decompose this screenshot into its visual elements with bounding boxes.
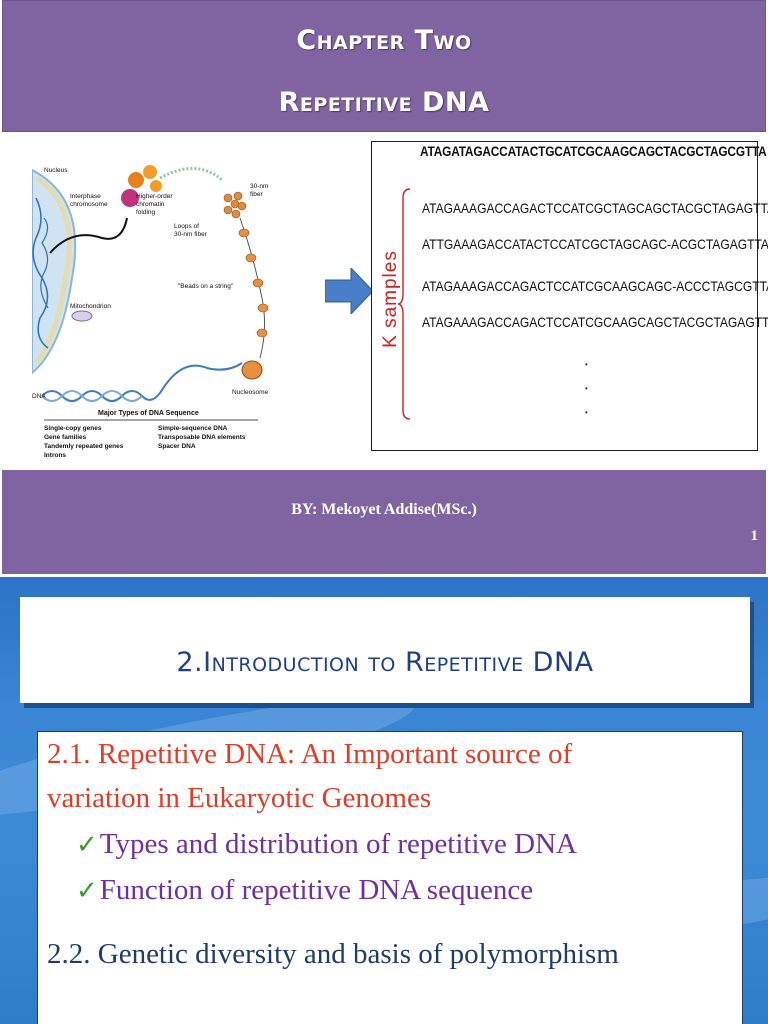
dna-type-6: Transposable DNA elements [158, 434, 246, 441]
ellipsis-dot: · [584, 382, 589, 397]
ellipsis-dot: · [584, 358, 589, 373]
dna-type-2: Gene families [44, 434, 87, 441]
section-heading-line-2: variation in Eukaryotic Genomes [47, 782, 432, 814]
label-loops-2: 30-nm fiber [174, 231, 208, 238]
chapter-subtitle: Repetitive DNA [278, 87, 490, 118]
chapter-title: Chapter Two [296, 25, 472, 56]
sample-sequence-2: ATTGAAAGACCATACTCCATCGCTAGCAGC-ACGCTAGAG… [422, 236, 768, 252]
page-number: 1 [750, 528, 759, 544]
dna-type-7: Spacer DNA [158, 443, 196, 450]
content-box: 2.1. Repetitive DNA: An Important source… [37, 731, 743, 1024]
bullet-text: Types and distribution of repetitive DNA [99, 828, 577, 860]
label-nucleosome: Nucleosome [232, 389, 269, 396]
section-genetic-diversity: 2.2. Genetic diversity and basis of poly… [47, 938, 619, 970]
sample-sequence-3: ATAGAAAGACCAGACTCCATCGCAAGCAGC-ACCCTAGCG… [422, 278, 768, 294]
bullet-text: Function of repetitive DNA sequence [99, 874, 534, 906]
label-nucleus: Nucleus [44, 167, 68, 174]
dna-type-3: Tandemly repeated genes [44, 443, 124, 450]
title-banner: Chapter Two Repetitive DNA [2, 0, 766, 132]
sequence-alignment-box: ATAGATAGACCATACTGCATCGCAAGCAGCTACGCTAGCG… [371, 141, 768, 451]
bullet-types-distribution: ✓Types and distribution of repetitive DN… [76, 828, 577, 861]
dna-type-4: Introns [44, 452, 66, 459]
author-byline: BY: Mekoyet Addise(MSc.) [291, 501, 477, 518]
label-higher-order-2: chromatin [136, 201, 165, 208]
slide-title-box: 2.Introduction to Repetitive DNA [20, 597, 750, 703]
section-heading-line-1: 2.1. Repetitive DNA: An Important source… [47, 738, 573, 770]
dna-types-title: Major Types of DNA Sequence [98, 410, 199, 417]
slide-title: 2.Introduction to Repetitive DNA [176, 647, 594, 678]
sample-sequence-4: ATAGAAAGACCAGACTCCATCGCAAGCAGCTACGCTAGAG… [422, 314, 768, 330]
dna-type-1: Single-copy genes [44, 425, 102, 432]
label-loops-1: Loops of [174, 223, 199, 230]
label-interphase: Interphase [70, 193, 101, 200]
checkmark-icon: ✓ [76, 876, 98, 905]
label-higher-order-3: folding [136, 209, 156, 216]
ellipsis-dot: · [584, 406, 589, 421]
label-beads: "Beads on a string" [178, 283, 234, 290]
checkmark-icon: ✓ [76, 830, 98, 859]
sample-sequence-1: ATAGAAAGACCAGACTCCATCGCTAGCAGCTACGCTAGAG… [422, 200, 768, 216]
byline-banner: BY: Mekoyet Addise(MSc.) 1 [2, 470, 766, 574]
arrow-right-icon [325, 268, 373, 314]
reference-sequence: ATAGATAGACCATACTGCATCGCAAGCAGCTACGCTAGCG… [420, 144, 767, 159]
chromatin-figure: Nucleus Interphase chromosome Higher-ord… [32, 165, 269, 459]
brace-icon [398, 188, 411, 420]
intro-slide: 2.Introduction to Repetitive DNA 2.1. Re… [0, 577, 768, 1024]
label-mitochondrion: Mitochondrion [70, 303, 111, 310]
dna-type-5: Simple-sequence DNA [158, 425, 228, 432]
bullet-function: ✓Function of repetitive DNA sequence [76, 874, 533, 907]
label-chromosome: chromosome [70, 201, 108, 208]
label-30nm-1: 30-nm [250, 183, 268, 190]
title-slide: Chapter Two Repetitive DNA [0, 0, 768, 576]
label-30nm-2: fiber [250, 191, 263, 198]
label-dna: DNA [32, 393, 46, 400]
label-higher-order-1: Higher-order [136, 193, 173, 200]
